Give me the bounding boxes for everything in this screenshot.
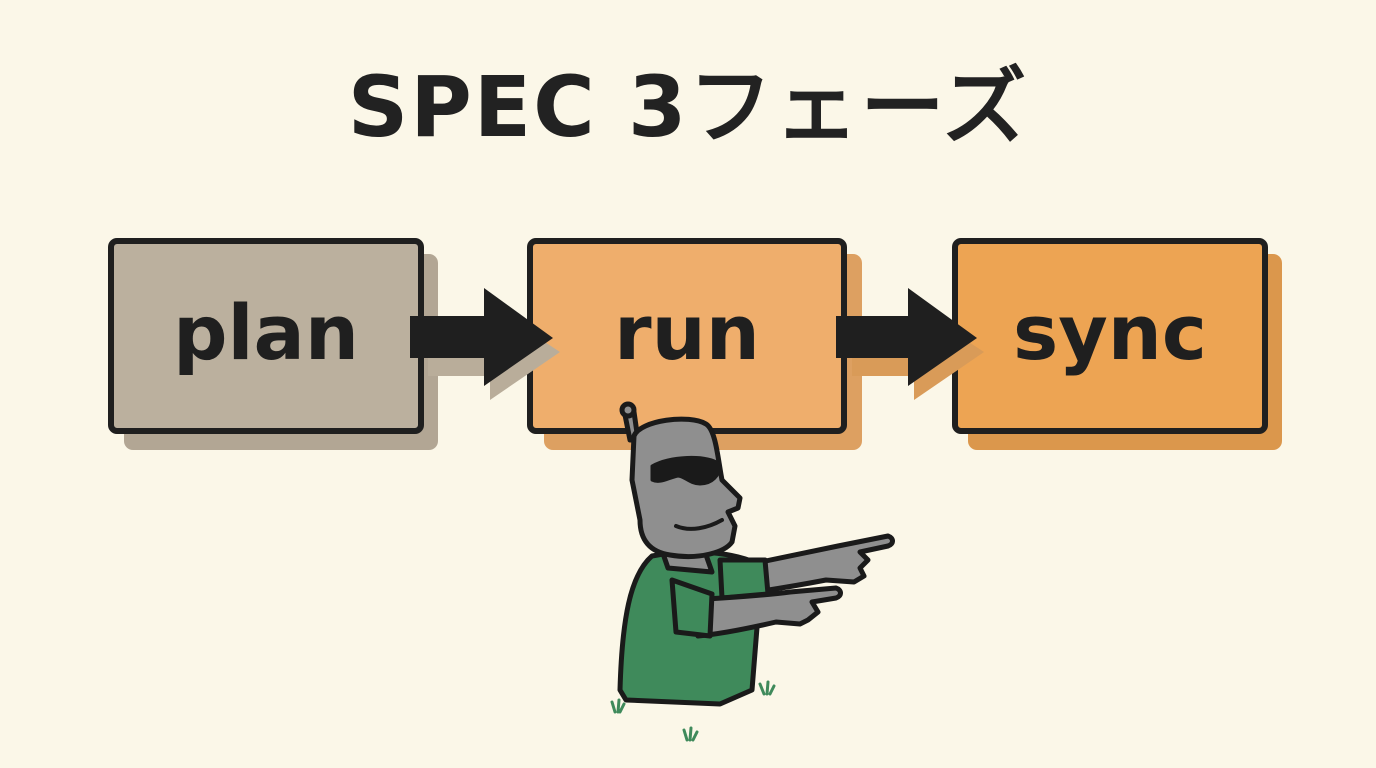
- phase-sync-label: sync: [1013, 288, 1207, 377]
- arrow-plan-to-run-icon: [410, 288, 560, 400]
- phase-plan-box: plan: [108, 238, 424, 434]
- phase-plan-label: plan: [173, 288, 359, 377]
- arrow-run-to-sync-icon: [836, 288, 984, 400]
- phase-sync-box: sync: [952, 238, 1268, 434]
- phase-run-label: run: [614, 288, 760, 377]
- diagram-title: SPEC 3フェーズ: [347, 58, 1029, 156]
- moai-pointing-icon: [610, 401, 895, 742]
